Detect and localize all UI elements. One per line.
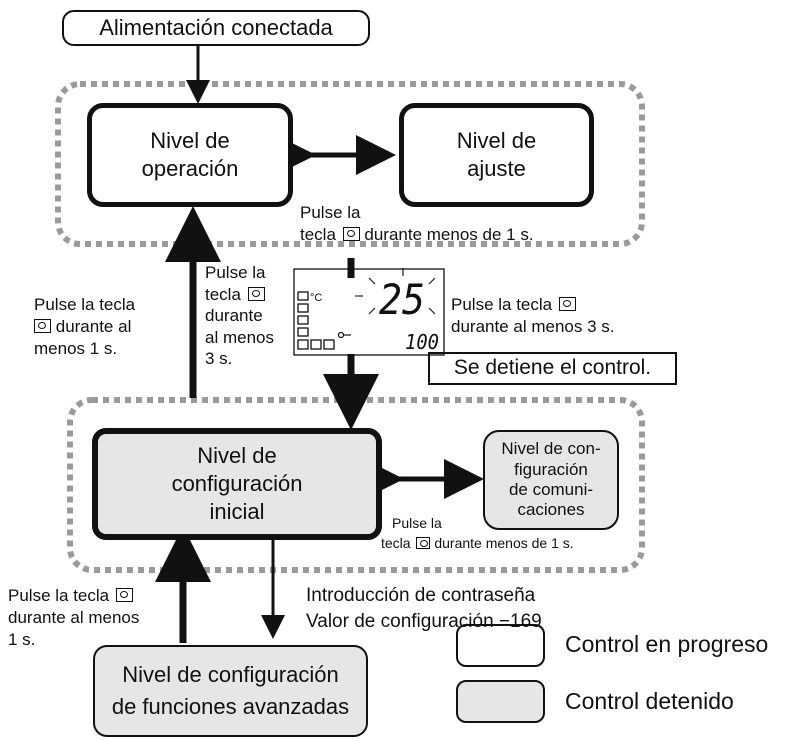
legend-stopped-swatch (456, 680, 545, 723)
running-group-dashed-border (55, 81, 645, 247)
power-on-node: Alimentación conectada (62, 10, 370, 46)
key-icon (342, 226, 360, 241)
display-unit: °C (310, 292, 322, 304)
key-icon (115, 588, 133, 602)
lock-icon (337, 331, 351, 339)
adjustment-level-node: Nivel de ajuste (399, 103, 594, 207)
legend-running-swatch (456, 624, 545, 667)
key-icon (34, 319, 51, 334)
advanced-function-level-node: Nivel de configuración de funciones avan… (93, 645, 368, 737)
operation-level-node: Nivel de operación (87, 103, 293, 207)
control-stops-label: Se detiene el control. (428, 352, 677, 385)
press-1s-left-note: Pulse la tecla durante al menos 1 s. (34, 295, 136, 359)
press-less-1s-top-note: Pulse la tecla durante menos de 1 s. (300, 203, 534, 244)
press-less-1s-bottom-note: Pulse la tecla durante menos de 1 s. (381, 515, 574, 551)
key-icon (558, 297, 576, 311)
legend-control-stopped-label: Control detenido (565, 688, 734, 714)
display-pv-value: 25 (379, 275, 425, 324)
legend-control-in-progress-label: Control en progreso (565, 631, 769, 657)
press-1s-bottom-left-note: Pulse la tecla durante al menos 1 s. (8, 586, 140, 650)
controller-display-icon: °C 25 100 (293, 268, 445, 356)
display-sv-value: 100 (405, 330, 439, 354)
communications-setting-level-node: Nivel de con- figuración de comuni- caci… (483, 430, 619, 530)
press-3s-right-note: Pulse la tecla durante al menos 3 s. (451, 295, 615, 337)
key-icon (416, 536, 431, 549)
password-note: Introducción de contraseña Valor de conf… (306, 585, 542, 632)
key-icon (247, 286, 265, 301)
press-3s-middle-note: Pulse la tecla durante al menos 3 s. (205, 263, 274, 369)
blink-rays (355, 268, 436, 315)
initial-setting-level-node: Nivel de configuración inicial (92, 428, 382, 540)
